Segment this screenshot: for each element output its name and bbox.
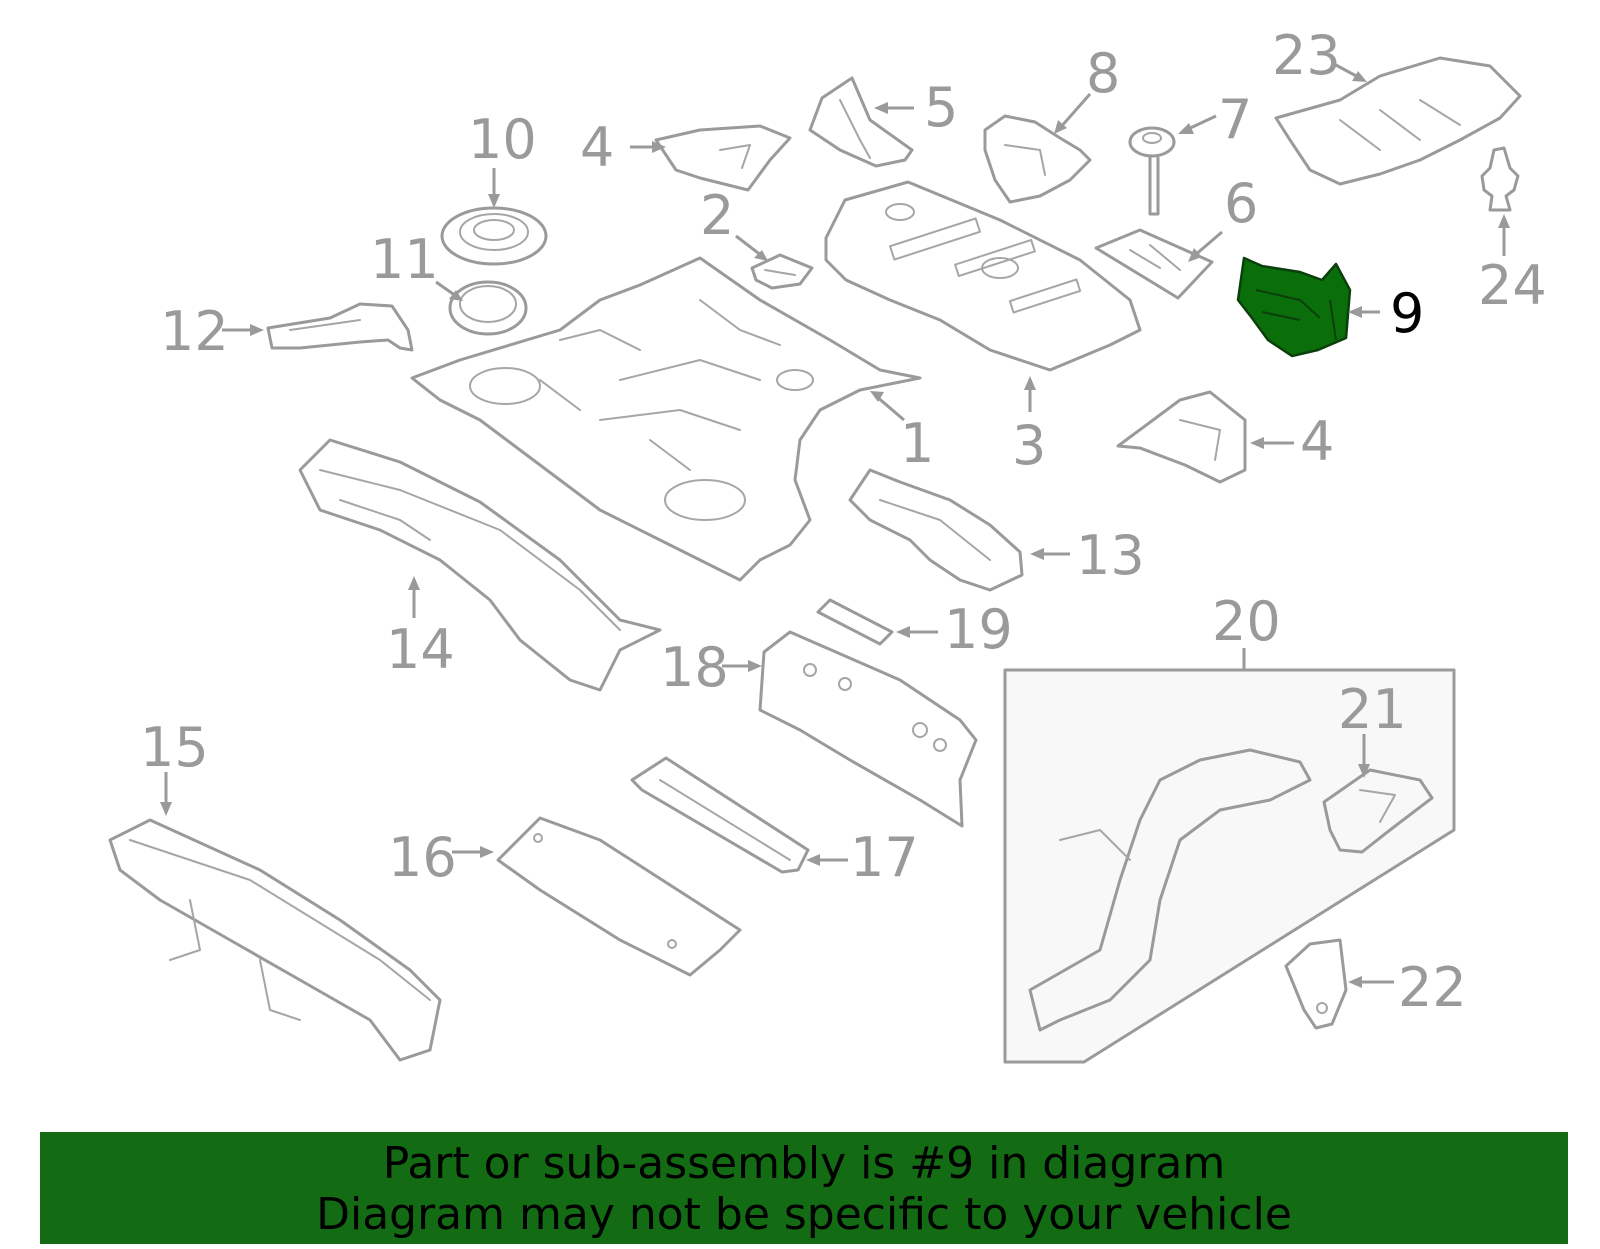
part-18-back-panel <box>758 630 978 828</box>
part-3-rear-floor-panel <box>824 180 1142 372</box>
callout-6: 6 <box>1224 172 1258 235</box>
callout-17: 17 <box>850 826 919 889</box>
callout-4-top: 4 <box>580 116 614 179</box>
part-2-bracket <box>750 253 814 290</box>
callout-3: 3 <box>1012 414 1046 477</box>
callout-10: 10 <box>468 108 537 171</box>
callout-4-right: 4 <box>1300 410 1334 473</box>
callout-24: 24 <box>1478 254 1547 317</box>
part-4a-bracket <box>654 124 792 192</box>
part-9-highlighted-bracket <box>1236 256 1352 358</box>
callout-16: 16 <box>388 826 457 889</box>
part-16-reinforcement <box>496 816 742 977</box>
part-4b-bracket <box>1116 390 1247 484</box>
callout-22: 22 <box>1398 956 1467 1019</box>
footer-banner: Part or sub-assembly is #9 in diagram Di… <box>40 1132 1568 1244</box>
part-19-strip <box>816 598 894 646</box>
callout-20: 20 <box>1212 590 1281 653</box>
part-5-bracket <box>808 76 914 168</box>
part-24-clip <box>1480 146 1520 212</box>
callout-23: 23 <box>1272 24 1341 87</box>
part-23-cover <box>1274 56 1522 186</box>
callout-12: 12 <box>160 300 229 363</box>
part-20-assembly-box <box>1003 668 1456 1064</box>
callout-13: 13 <box>1076 524 1145 587</box>
leader-arrows <box>160 62 1510 988</box>
callout-labels: 1 2 3 4 4 5 6 7 8 9 10 11 12 13 14 15 16… <box>140 24 1547 1019</box>
part-11-ring <box>448 280 528 336</box>
callout-9: 9 <box>1390 282 1424 345</box>
part-13-member <box>848 468 1024 592</box>
part-6-plate <box>1094 228 1214 300</box>
part-1-rear-floor-pan <box>410 256 922 582</box>
part-21-bracket <box>1322 768 1434 854</box>
part-12-bracket <box>266 302 414 352</box>
part-7-bolt <box>1128 126 1176 216</box>
callout-14: 14 <box>386 618 455 681</box>
part-10-speaker <box>440 206 548 266</box>
part-22-bracket <box>1284 938 1348 1030</box>
callout-15: 15 <box>140 716 209 779</box>
callout-19: 19 <box>944 598 1013 661</box>
callout-11: 11 <box>370 228 439 291</box>
footer-line-2: Diagram may not be specific to your vehi… <box>316 1189 1292 1240</box>
part-8-bracket <box>983 114 1092 204</box>
callout-2: 2 <box>700 184 734 247</box>
part-14-crossmember <box>298 438 662 692</box>
part-15-rear-rail <box>108 818 442 1062</box>
callout-7: 7 <box>1218 88 1252 151</box>
callout-18: 18 <box>660 636 729 699</box>
callout-1: 1 <box>900 412 934 475</box>
callout-5: 5 <box>924 76 958 139</box>
callout-8: 8 <box>1086 42 1120 105</box>
part-17-channel <box>630 756 810 874</box>
footer-line-1: Part or sub-assembly is #9 in diagram <box>382 1138 1226 1189</box>
callout-21: 21 <box>1338 678 1407 741</box>
